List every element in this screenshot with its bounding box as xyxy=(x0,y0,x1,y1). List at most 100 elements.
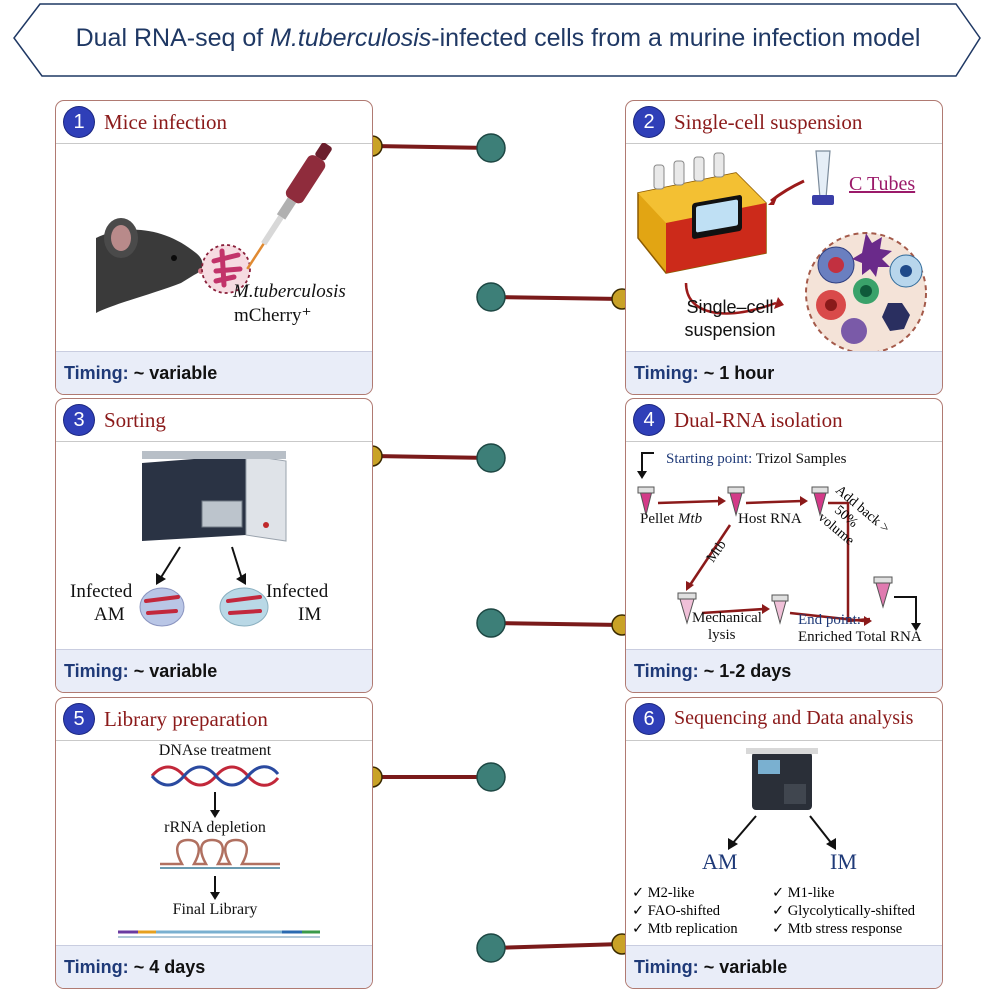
infected-im-label-2: IM xyxy=(298,604,322,625)
rrna-depletion-label: rRNA depletion xyxy=(164,819,266,836)
list-item: ✓ Mtb replication xyxy=(632,921,738,937)
pellet-mtb-label: Pellet Mtb xyxy=(640,511,703,527)
connector-6 xyxy=(476,933,633,963)
step-title: Dual-RNA isolation xyxy=(674,408,843,432)
infected-im-cell-icon xyxy=(219,587,269,627)
panel-header: 5 Library preparation xyxy=(56,698,372,741)
timing-bar: Timing: ~ 1 hour xyxy=(626,351,942,394)
connector-4 xyxy=(476,608,633,638)
panel-single-cell-suspension: 2 Single-cell suspension xyxy=(625,100,943,395)
panel-header: 2 Single-cell suspension xyxy=(626,101,942,144)
library-prep-illustration xyxy=(118,765,320,938)
suspension-label-1: Single–cell xyxy=(686,297,774,317)
list-item: ✓ FAO-shifted xyxy=(632,903,720,919)
im-label: IM xyxy=(830,849,857,874)
suspension-label-2: suspension xyxy=(684,320,776,340)
bacteria-icon xyxy=(211,248,243,288)
panel-header: 6 Sequencing and Data analysis xyxy=(626,698,942,741)
panel-header: 4 Dual-RNA isolation xyxy=(626,399,942,442)
step-title: Sequencing and Data analysis xyxy=(674,707,914,729)
sequencer-illustration xyxy=(728,748,836,850)
timing-bar: Timing: ~ variable xyxy=(626,945,942,988)
timing-bar: Timing: ~ variable xyxy=(56,649,372,692)
step-title: Mice infection xyxy=(104,110,228,134)
dissociator-illustration xyxy=(637,150,927,353)
mouse-pipette-illustration xyxy=(96,143,332,313)
arrow-tube-to-machine xyxy=(770,179,805,203)
list-item: ✓ Mtb stress response xyxy=(772,921,903,937)
tube-icon xyxy=(677,592,697,625)
timing-value: ~ 1-2 days xyxy=(703,661,792,681)
tube-icon xyxy=(873,576,893,609)
panel-header: 1 Mice infection xyxy=(56,101,372,144)
list-item: ✓ Glycolytically-shifted xyxy=(772,903,916,919)
c-tubes-label: C Tubes xyxy=(849,173,916,195)
step-number-badge: 1 xyxy=(64,107,94,137)
mechanical-label-1: Mechanical xyxy=(692,610,762,626)
host-rna-label: Host RNA xyxy=(738,511,802,527)
panel-library-preparation: 5 Library preparation DNAse treatment rR… xyxy=(55,697,373,989)
step-number-badge: 4 xyxy=(634,405,664,435)
title-organism: M.tuberculosis xyxy=(270,24,432,52)
step-number-badge: 5 xyxy=(64,704,94,734)
infected-am-label-1: Infected xyxy=(70,581,133,602)
step-title: Single-cell suspension xyxy=(674,110,863,134)
timing-value: ~ variable xyxy=(133,363,218,383)
panel-sequencing-analysis: 6 Sequencing and Data analysis AM IM ✓ M… xyxy=(625,697,943,989)
mechanical-label-2: lysis xyxy=(708,627,736,643)
title-banner xyxy=(13,3,981,77)
step-title: Sorting xyxy=(104,408,166,432)
dissociator-machine-icon xyxy=(637,152,767,274)
list-item: ✓ M2-like xyxy=(632,885,695,901)
tube-icon xyxy=(771,594,789,625)
page-title: Dual RNA-seq of M.tuberculosis-infected … xyxy=(75,24,921,52)
step-number-badge: 3 xyxy=(64,405,94,435)
tube-icon xyxy=(811,486,829,517)
tube-icon xyxy=(727,486,745,517)
timing-bar: Timing: ~ 1-2 days xyxy=(626,649,942,692)
final-library-icon xyxy=(118,930,320,938)
connector-5 xyxy=(361,762,506,792)
am-label: AM xyxy=(702,849,738,874)
panel-header: 3 Sorting xyxy=(56,399,372,442)
dna-helix-icon xyxy=(150,765,280,787)
starting-point: Starting point: Trizol Samples xyxy=(666,451,847,467)
timing-value: ~ variable xyxy=(703,957,788,977)
end-point-value: Enriched Total RNA xyxy=(798,629,922,645)
timing-bar: Timing: ~ variable xyxy=(56,351,372,394)
im-characteristics-list: ✓ M1-like ✓ Glycolytically-shifted ✓ Mtb… xyxy=(772,884,915,938)
final-library-label: Final Library xyxy=(172,901,258,918)
cell-suspension-dish xyxy=(805,232,927,353)
end-point-label: End point: xyxy=(798,612,861,628)
sequencer-icon xyxy=(746,748,818,810)
organism-label: M.tuberculosis xyxy=(233,281,346,302)
timing-value: ~ variable xyxy=(133,661,218,681)
infected-am-cell-icon xyxy=(139,587,185,627)
tube-icon xyxy=(637,486,655,516)
timing-value: ~ 4 days xyxy=(133,957,206,977)
am-characteristics-list: ✓ M2-like ✓ FAO-shifted ✓ Mtb replicatio… xyxy=(632,884,738,938)
cell-sorter-icon xyxy=(142,451,287,542)
step-number-badge: 6 xyxy=(634,704,664,734)
timing-bar: Timing: ~ 4 days xyxy=(56,945,372,988)
list-item: ✓ M1-like xyxy=(772,885,835,901)
c-tube-icon xyxy=(812,150,834,205)
rna-isolation-workflow xyxy=(637,452,921,631)
panel-mice-infection: 1 Mice infection M.tuberculosis mCh xyxy=(55,100,373,395)
panel-dual-rna-isolation: 4 Dual-RNA isolation xyxy=(625,398,943,693)
dnase-label: DNAse treatment xyxy=(158,742,272,759)
timing-value: ~ 1 hour xyxy=(703,363,775,383)
infected-am-label-2: AM xyxy=(94,604,125,625)
sorter-illustration xyxy=(139,451,287,627)
step-title: Library preparation xyxy=(104,707,268,731)
pipette-icon xyxy=(246,143,332,270)
step-number-badge: 2 xyxy=(634,107,664,137)
rrna-hairpin-icon xyxy=(160,838,280,869)
panel-sorting: 3 Sorting Infected AM Infected IM Timing… xyxy=(55,398,373,693)
infected-im-label-1: Infected xyxy=(266,581,329,602)
connector-1 xyxy=(361,133,506,163)
mouse-icon xyxy=(96,218,204,313)
arrow-machine-to-suspension xyxy=(684,282,777,315)
connector-3 xyxy=(361,443,506,473)
reporter-label: mCherry⁺ xyxy=(234,305,312,326)
